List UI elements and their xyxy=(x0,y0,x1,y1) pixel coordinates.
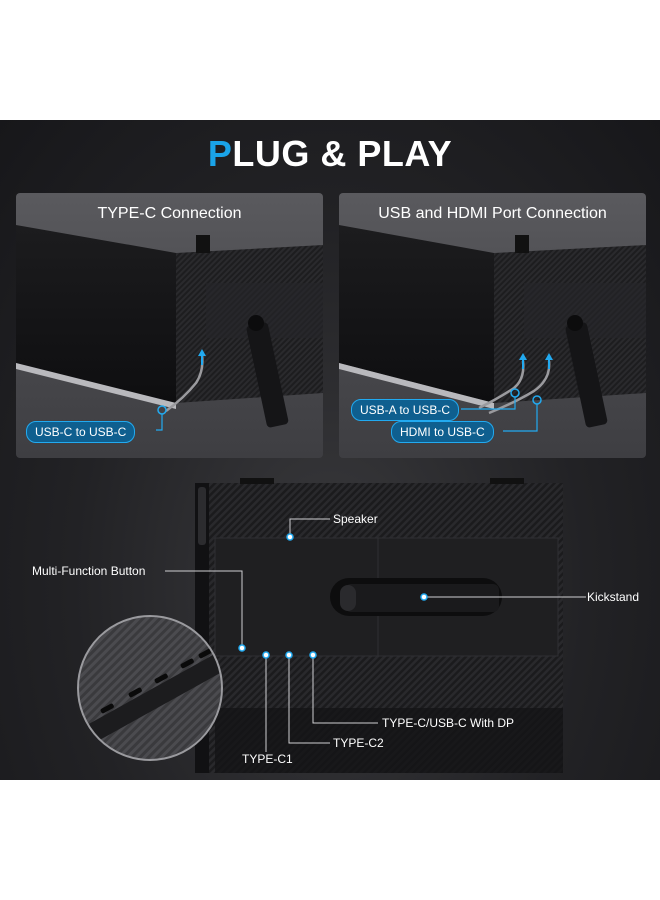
panel-type-c-connection: TYPE-C Connection USB-C to USB-C xyxy=(16,193,323,458)
page-title: PLUG & PLAY xyxy=(0,133,660,175)
callout-type-c-usb-c-with-dp: TYPE-C/USB-C With DP xyxy=(382,716,515,730)
title-accent: P xyxy=(207,133,233,174)
monitor-side-illustration xyxy=(339,225,646,432)
panel-title: TYPE-C Connection xyxy=(97,205,242,222)
title-rest: LUG & PLAY xyxy=(232,133,453,174)
tag-hdmi-to-usb-c: HDMI to USB-C xyxy=(391,421,494,443)
callout-kickstand: Kickstand xyxy=(587,590,640,604)
monitor-side-illustration xyxy=(16,225,323,431)
callout-multi-function-button: Multi-Function Button xyxy=(32,564,146,578)
callout-type-c1: TYPE-C1 xyxy=(242,752,293,766)
tag-usb-a-to-usb-c: USB-A to USB-C xyxy=(351,399,460,421)
panel-title: USB and HDMI Port Connection xyxy=(378,205,607,222)
callout-type-c2: TYPE-C2 xyxy=(333,736,384,750)
tag-usb-c-to-usb-c: USB-C to USB-C xyxy=(26,421,136,443)
callout-speaker: Speaker xyxy=(333,512,378,526)
panel-usb-hdmi-connection: USB and HDMI Port Connection USB-A to US… xyxy=(339,193,646,458)
